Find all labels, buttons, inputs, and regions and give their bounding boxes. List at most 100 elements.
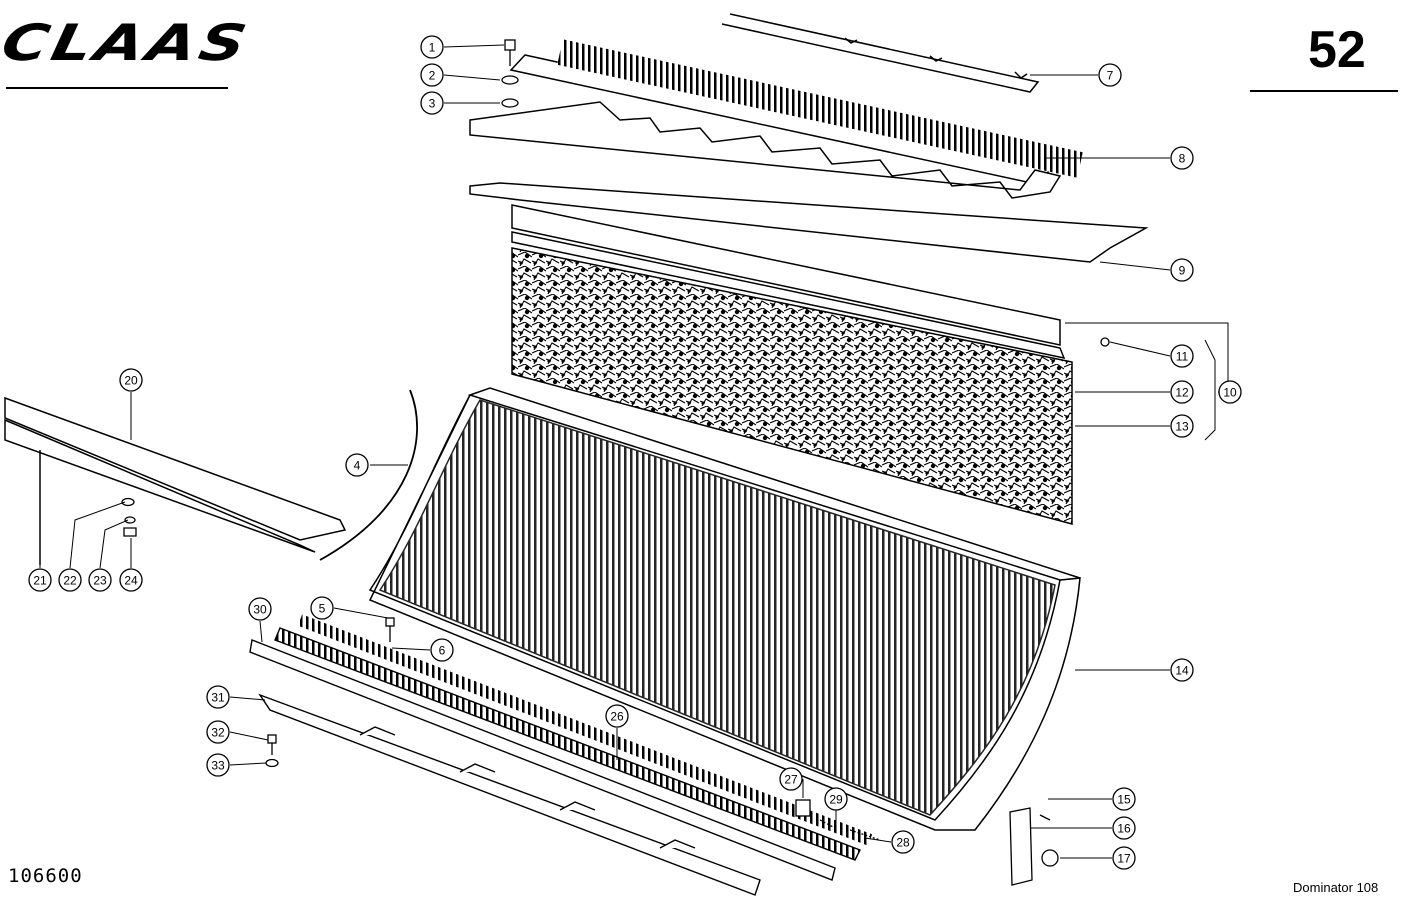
- callout-label: 5: [319, 602, 326, 616]
- part-12-bar: [511, 204, 1066, 360]
- callout-9: 9: [1170, 258, 1194, 282]
- callout-label: 28: [896, 836, 910, 850]
- callout-label: 16: [1117, 822, 1131, 836]
- callout-circle: [1218, 380, 1242, 404]
- callout-circle: [248, 597, 272, 621]
- callout-label: 6: [439, 644, 446, 658]
- callout-label: 2: [429, 69, 436, 83]
- callout-label: 1: [429, 41, 436, 55]
- callout-3: 3: [420, 91, 444, 115]
- callout-circle: [420, 91, 444, 115]
- callout-label: 10: [1223, 386, 1237, 400]
- callout-circle: [1112, 787, 1136, 811]
- part-13-mat: [511, 247, 1073, 525]
- callout-label: 15: [1117, 793, 1131, 807]
- callout-circle: [310, 596, 334, 620]
- callout-7: 7: [1098, 63, 1122, 87]
- callout-20: 20: [119, 368, 143, 392]
- part-9-plate: [469, 101, 1149, 263]
- callout-label: 12: [1175, 386, 1189, 400]
- callout-circle: [1112, 816, 1136, 840]
- callout-6: 6: [430, 638, 454, 662]
- part-31-plate: [258, 693, 761, 896]
- callout-label: 27: [784, 773, 798, 787]
- callout-label: 31: [211, 691, 225, 705]
- callout-21: 21: [28, 568, 52, 592]
- callout-circle: [345, 453, 369, 477]
- callout-circle: [420, 63, 444, 87]
- callout-4: 4: [345, 453, 369, 477]
- callout-label: 7: [1107, 69, 1114, 83]
- part-22-24-hardware: [121, 497, 137, 537]
- callout-label: 30: [253, 603, 267, 617]
- callout-label: 33: [211, 759, 225, 773]
- callout-label: 22: [63, 574, 77, 588]
- callout-circle: [1098, 63, 1122, 87]
- callout-label: 8: [1179, 152, 1186, 166]
- callout-24: 24: [119, 568, 143, 592]
- callout-label: 4: [354, 459, 361, 473]
- callout-16: 16: [1112, 816, 1136, 840]
- callout-13: 13: [1170, 414, 1194, 438]
- callout-label: 21: [33, 574, 47, 588]
- callout-17: 17: [1112, 846, 1136, 870]
- callout-label: 3: [429, 97, 436, 111]
- callout-26: 26: [605, 704, 629, 728]
- callout-label: 9: [1179, 264, 1186, 278]
- callout-circle: [1112, 846, 1136, 870]
- callout-23: 23: [88, 568, 112, 592]
- part-4-arc: [319, 389, 418, 561]
- model-label: Dominator 108: [1293, 880, 1379, 895]
- callout-32: 32: [206, 720, 230, 744]
- brand-underline: [6, 87, 228, 89]
- callout-circle: [1170, 258, 1194, 282]
- small-hardware: [265, 39, 1110, 886]
- callout-2: 2: [420, 63, 444, 87]
- callout-5: 5: [310, 596, 334, 620]
- callout-circle: [1170, 344, 1194, 368]
- callout-11: 11: [1170, 344, 1194, 368]
- callout-circle: [119, 368, 143, 392]
- callout-label: 24: [124, 574, 138, 588]
- callout-15: 15: [1112, 787, 1136, 811]
- callout-label: 13: [1175, 420, 1189, 434]
- callout-circle: [206, 753, 230, 777]
- callout-33: 33: [206, 753, 230, 777]
- callout-label: 23: [93, 574, 107, 588]
- callout-circle: [58, 568, 82, 592]
- callout-12: 12: [1170, 380, 1194, 404]
- page-number: 52: [1308, 21, 1366, 79]
- callout-circle: [1170, 146, 1194, 170]
- callout-14: 14: [1170, 658, 1194, 682]
- callout-label: 26: [610, 710, 624, 724]
- callout-22: 22: [58, 568, 82, 592]
- drawing-number: 106600: [8, 865, 83, 887]
- callout-27: 27: [779, 767, 803, 791]
- callout-label: 32: [211, 726, 225, 740]
- callout-1: 1: [420, 35, 444, 59]
- callout-circle: [28, 568, 52, 592]
- callout-circle: [1170, 658, 1194, 682]
- part-14-concave: [368, 387, 1081, 831]
- callout-31: 31: [206, 685, 230, 709]
- callout-circle: [206, 685, 230, 709]
- callout-10: 10: [1218, 380, 1242, 404]
- callout-circle: [420, 35, 444, 59]
- page-number-underline: [1250, 90, 1398, 92]
- callout-circle: [430, 638, 454, 662]
- callout-circle: [605, 704, 629, 728]
- callout-circle: [1170, 414, 1194, 438]
- callout-circle: [824, 787, 848, 811]
- callout-circle: [119, 568, 143, 592]
- part-7-strip: [721, 13, 1040, 93]
- callout-circle: [779, 767, 803, 791]
- callout-circle: [88, 568, 112, 592]
- callout-label: 11: [1176, 350, 1189, 364]
- part-20-rails: [4, 396, 347, 565]
- callout-circle: [891, 830, 915, 854]
- callout-29: 29: [824, 787, 848, 811]
- callout-28: 28: [891, 830, 915, 854]
- callout-label: 14: [1175, 664, 1189, 678]
